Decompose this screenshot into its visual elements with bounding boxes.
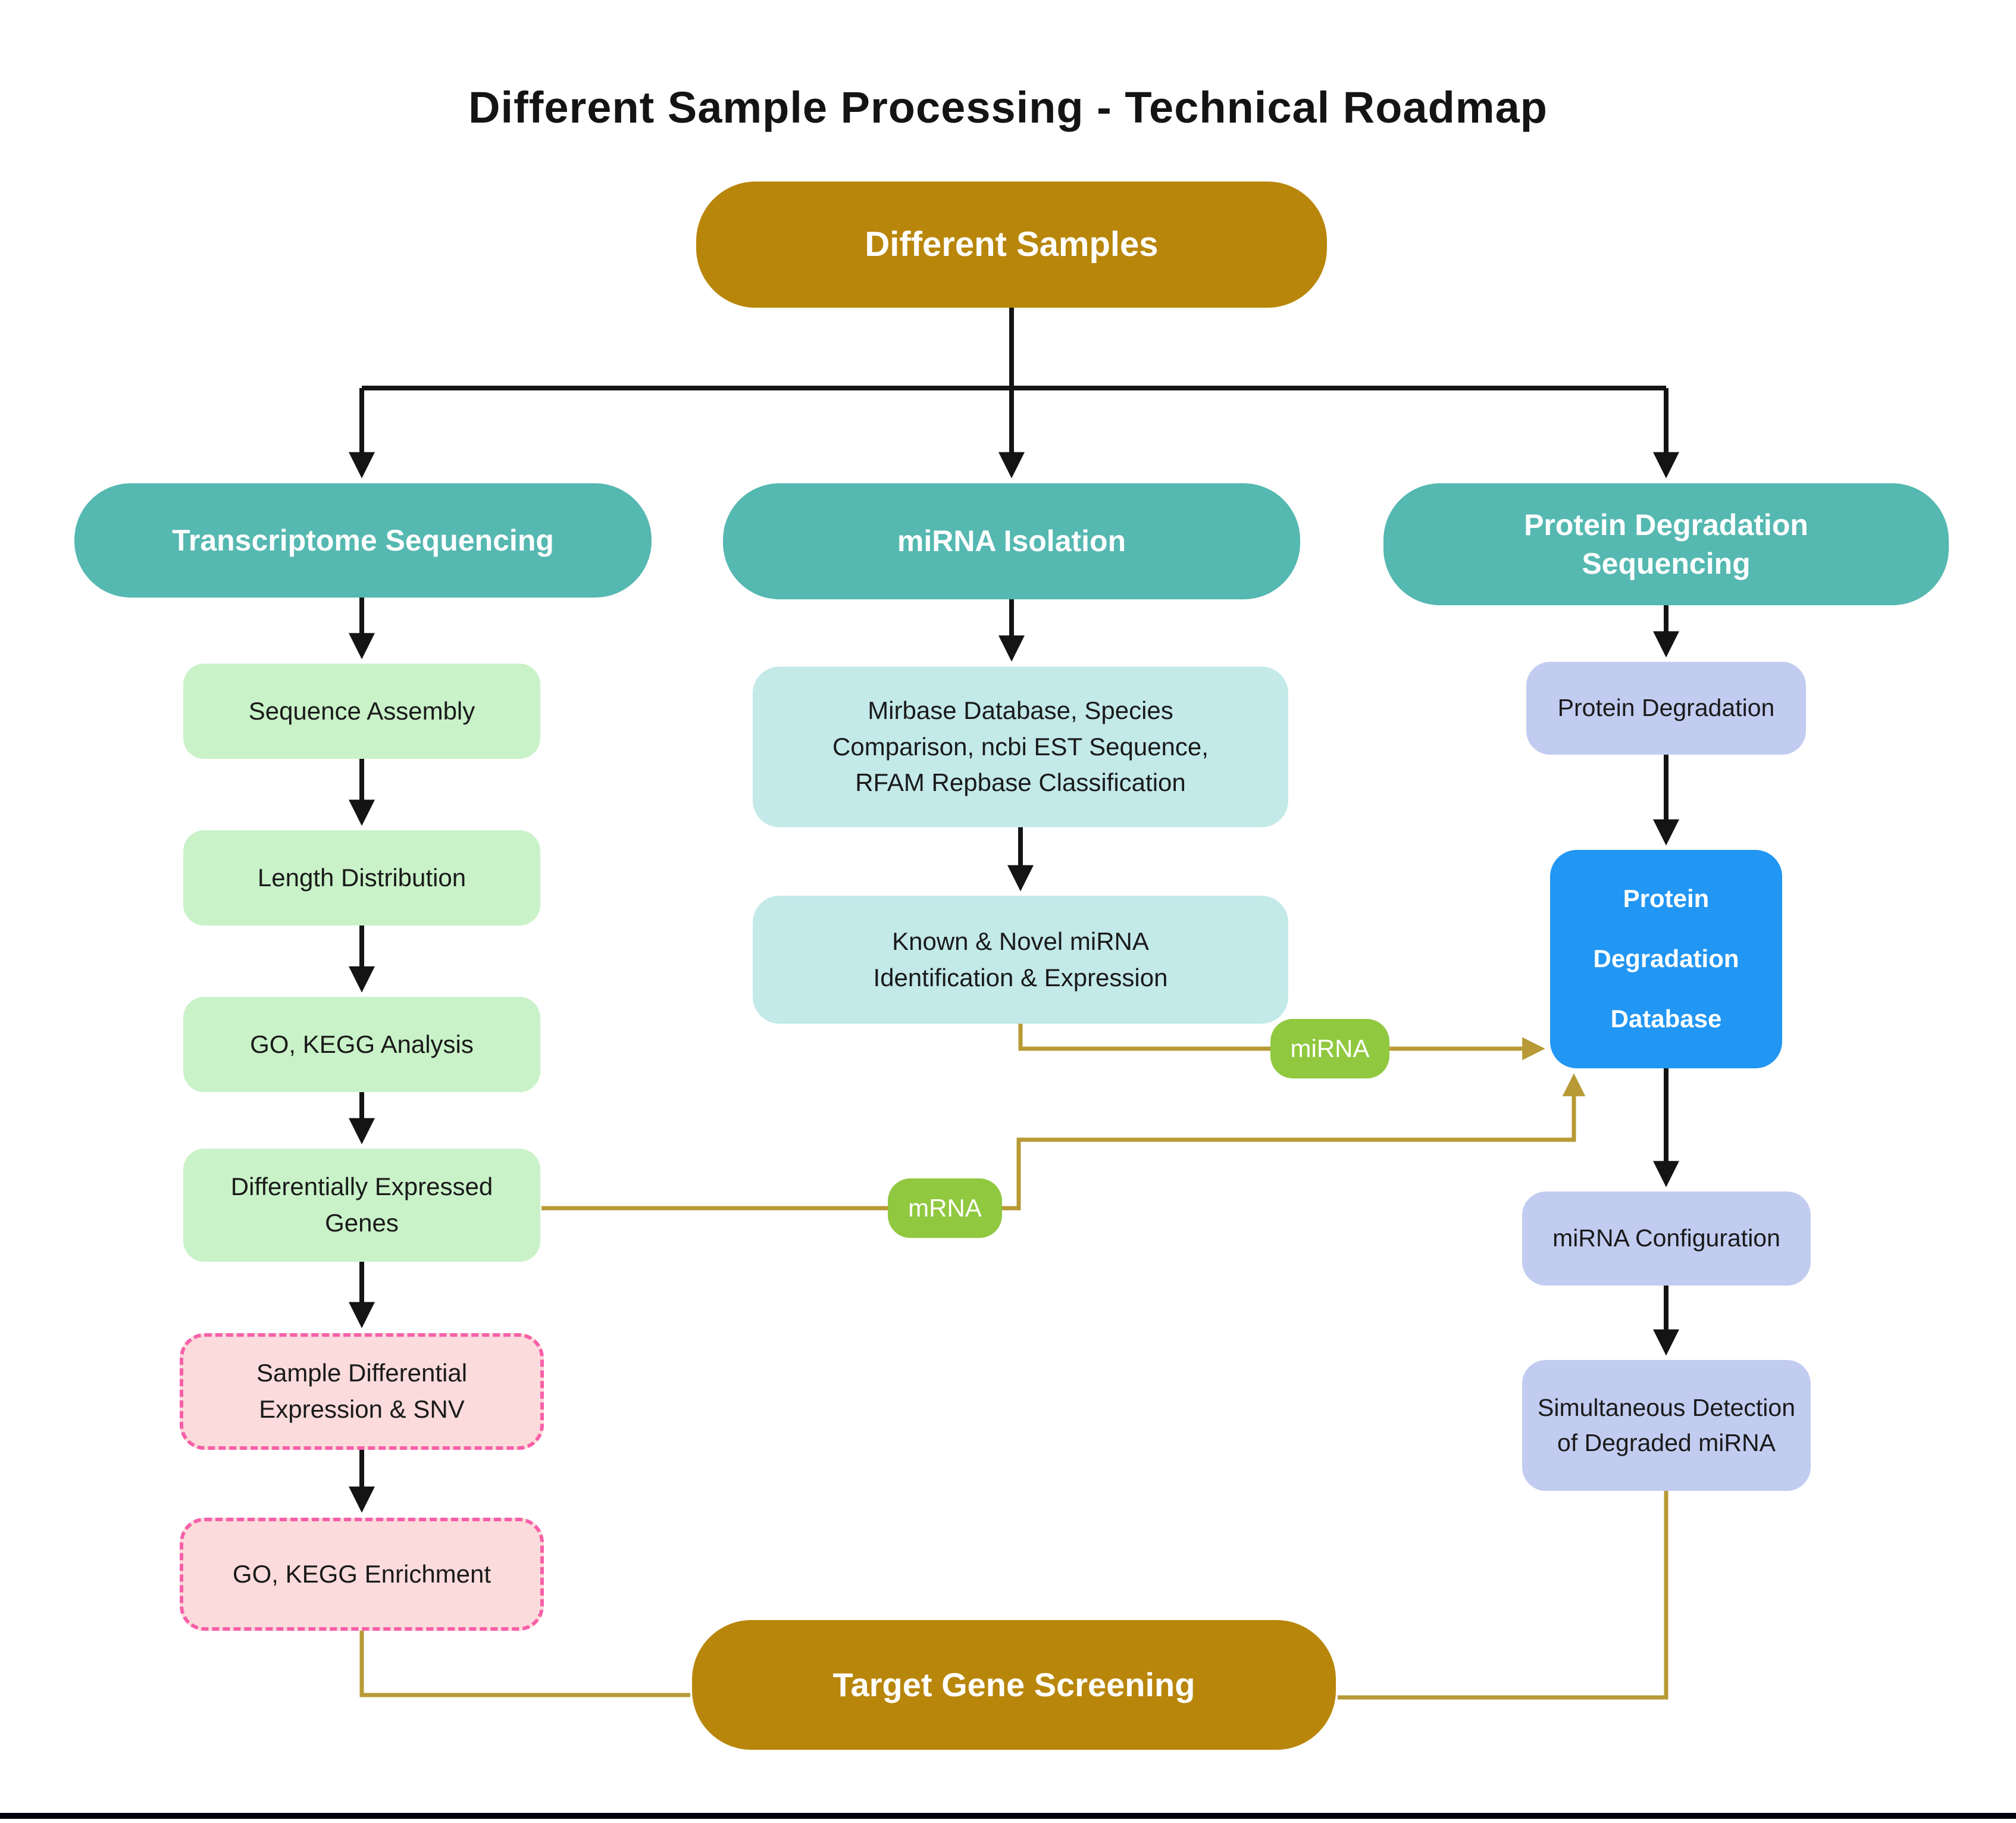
edge-label-mirna: miRNA [1270,1019,1389,1078]
connector-enrichment-to-target [359,1631,690,1697]
node-target-gene-screening: Target Gene Screening [692,1620,1336,1750]
step-length-distribution: Length Distribution [183,830,540,925]
step-mirbase-database-classification: Mirbase Database, Species Comparison, nc… [753,667,1288,827]
node-different-samples: Different Samples [696,182,1327,308]
connector-simultaneous-to-target [1338,1491,1668,1700]
bottom-border-line [0,1813,2016,1819]
step-mirna-configuration: miRNA Configuration [1522,1192,1811,1286]
step-known-novel-mirna-identification: Known & Novel miRNA Identification & Exp… [753,896,1288,1024]
edge-label-mrna: mRNA [888,1178,1002,1238]
branch-header-mirna-isolation: miRNA Isolation [723,483,1300,599]
step-simultaneous-detection-degraded-mirna: Simultaneous Detection of Degraded miRNA [1522,1360,1811,1491]
step-sequence-assembly: Sequence Assembly [183,664,540,759]
step-sample-differential-expression-snv: Sample Differential Expression & SNV [180,1333,544,1450]
connector-mrna-to-database [541,1073,1586,1211]
branch-header-protein-degradation-sequencing: Protein Degradation Sequencing [1383,483,1949,605]
branch-header-transcriptome-sequencing: Transcriptome Sequencing [74,483,652,598]
step-protein-degradation-database: Protein Degradation Database [1550,850,1782,1068]
step-go-kegg-analysis: GO, KEGG Analysis [183,997,540,1092]
step-go-kegg-enrichment: GO, KEGG Enrichment [180,1518,544,1631]
step-differentially-expressed-genes: Differentially Expressed Genes [183,1149,540,1262]
diagram-title: Different Sample Processing - Technical … [468,83,1548,132]
step-protein-degradation: Protein Degradation [1526,662,1806,755]
